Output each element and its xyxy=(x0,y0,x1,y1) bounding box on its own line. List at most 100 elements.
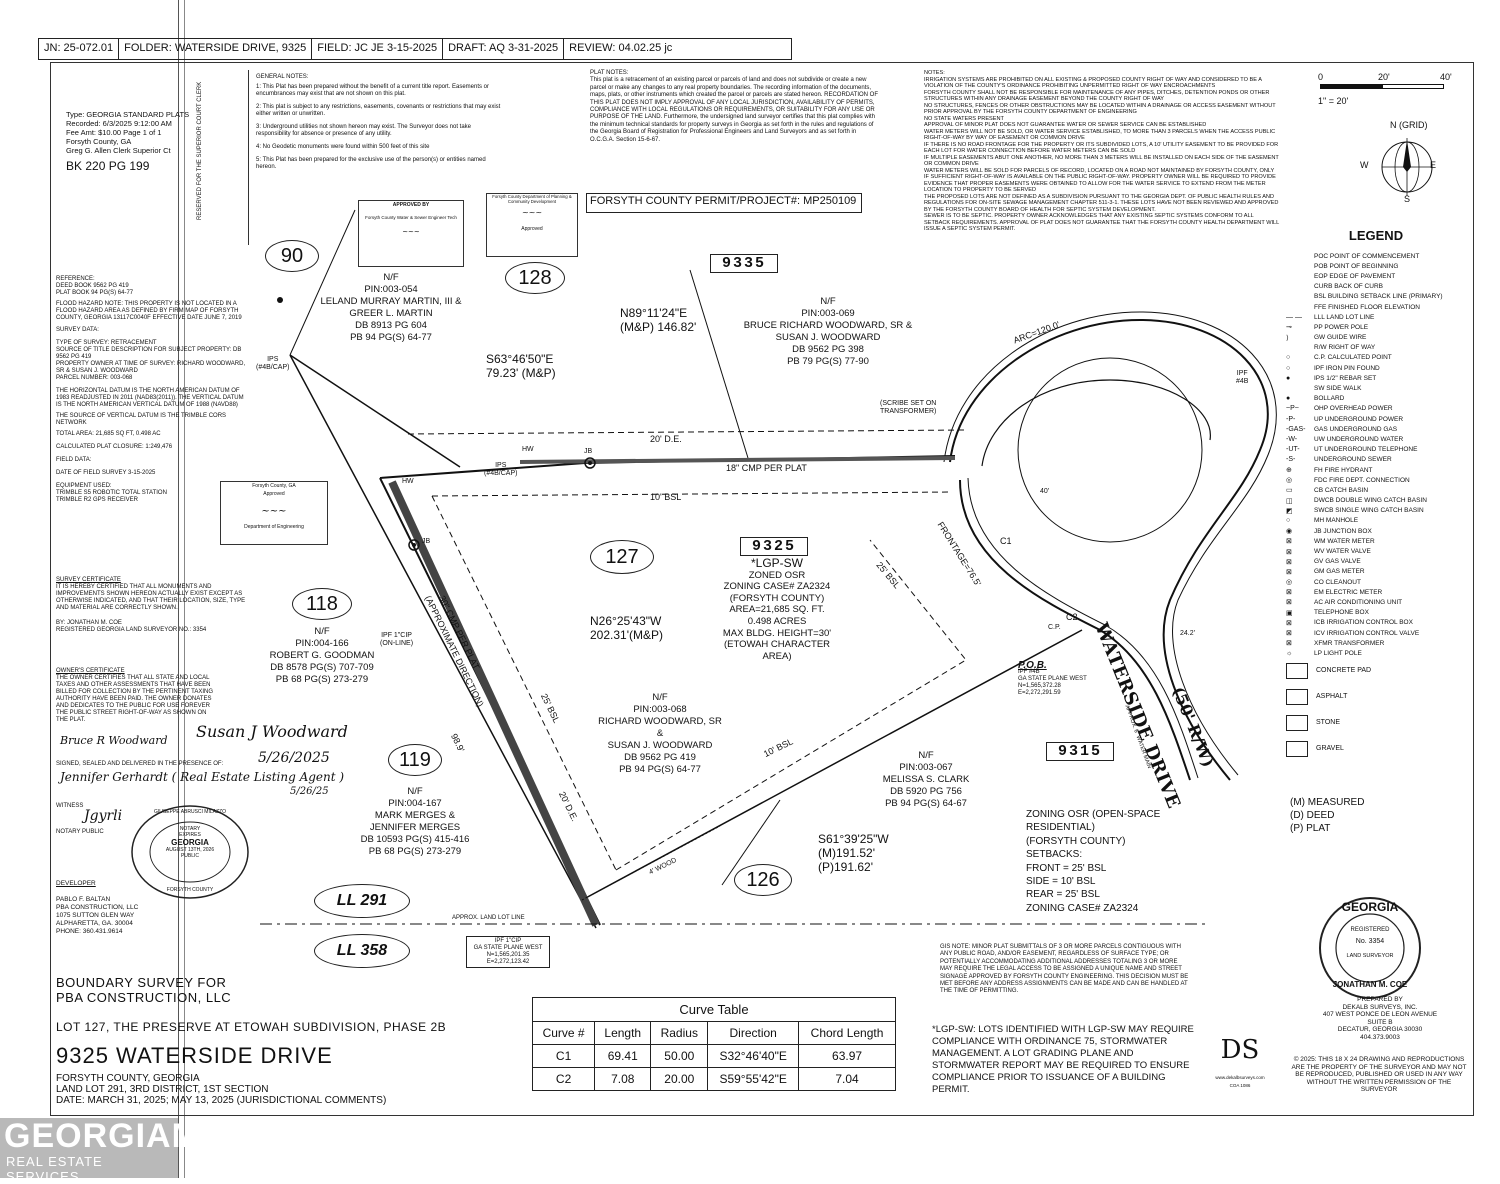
o128-owner2: SUSAN J. WOODWARD xyxy=(775,332,881,343)
general-note-2: 2: This plat is subject to any restricti… xyxy=(256,104,501,117)
legend-item: POC POINT OF COMMENCEMENT xyxy=(1286,251,1466,261)
note-9: WATER METERS WILL BE SOLD FOR PARCELS OF… xyxy=(924,167,1276,194)
legend-label: LLL LAND LOT LINE xyxy=(1314,313,1375,321)
note-7: IF THERE IS NO ROAD FRONTAGE FOR THE PRO… xyxy=(924,141,1279,155)
legend-label: ICV IRRIGATION CONTROL VALVE xyxy=(1314,629,1420,637)
developer-block: DEVELOPER PABLO F. BALTAN PBA CONSTRUCTI… xyxy=(56,880,206,936)
pob-ipf: IPF #4B xyxy=(1018,669,1040,675)
pob-block: P.O.B. IPF #4B GA STATE PLANE WEST N=1,5… xyxy=(1018,661,1100,697)
ipf-right-sub: #4B xyxy=(1236,378,1249,385)
legend-surface-stone: STONE xyxy=(1286,714,1466,731)
legend-label: UP UNDERGROUND POWER xyxy=(1314,415,1404,423)
legend-label: EOP EDGE OF PAVEMENT xyxy=(1314,272,1396,280)
legend-item: -S-UNDERGROUND SEWER xyxy=(1286,455,1466,465)
general-note-4: 4: No Geodetic monuments were found with… xyxy=(256,144,430,150)
o126-db: DB 5920 PG 756 xyxy=(890,786,962,797)
legend-symbol-icon: ☼ xyxy=(1286,649,1293,657)
ipf-bottom-label: IPF 1"CIP xyxy=(494,938,522,944)
junction-box-icon-2 xyxy=(408,539,420,551)
lot-bubble-90: 90 xyxy=(265,240,319,272)
left-border-line xyxy=(178,0,179,1178)
legend-item: ☼LP LIGHT POLE xyxy=(1286,648,1466,658)
stamp-line5: Greg G. Allen Clerk Superior Ct xyxy=(66,146,171,155)
ws-approved-by: APPROVED BY xyxy=(392,202,430,208)
o119-nf: N/F xyxy=(407,786,423,797)
lot127-county: (FORSYTH COUNTY) xyxy=(729,592,825,604)
reference-block: REFERENCE: DEED BOOK 9562 PG 419 PLAT BO… xyxy=(56,276,246,504)
legend-label: DWCB DOUBLE WING CATCH BASIN xyxy=(1314,497,1427,505)
general-notes: GENERAL NOTES: 1: This Plat has been pre… xyxy=(256,74,506,171)
lot127-area: AREA=21,685 SQ. FT. xyxy=(729,604,825,616)
o126-nf: N/F xyxy=(918,750,934,761)
seal-surveyor-name: JONATHAN M. COE xyxy=(1332,980,1408,989)
legend-item: ⊠WV WATER VALVE xyxy=(1286,546,1466,556)
legend-symbol-icon: ◉ xyxy=(1286,528,1293,536)
ips-mid: IPS (#4B/CAP) xyxy=(484,462,517,478)
o128-nf: N/F xyxy=(820,296,836,307)
note-3: NO STRUCTURES, FENCES OR OTHER OBSTRUCTI… xyxy=(924,102,1276,116)
scale-tick-0: 0 xyxy=(1318,72,1324,82)
legend-label: GAS UNDERGROUND GAS xyxy=(1314,425,1398,433)
zoning-line2: RESIDENTIAL) xyxy=(1026,822,1095,834)
pob-n: N=1,565,372.28 xyxy=(1018,683,1061,689)
seal-land-surveyor: LAND SURVEYOR xyxy=(1346,953,1394,959)
general-notes-title: GENERAL NOTES: xyxy=(256,74,309,80)
east-label: E xyxy=(1430,160,1437,170)
gravel-swatch xyxy=(1286,740,1308,757)
surveyor-seal-icon xyxy=(1319,897,1421,999)
seal-name: GIUSEPPE ABRUSCI MILAZZO xyxy=(154,809,226,815)
legend-label: R/W RIGHT OF WAY xyxy=(1314,344,1376,352)
legend-symbol-icon: -P- xyxy=(1286,415,1296,423)
recording-stamp: Type: GEORGIA STANDARD PLATS Recorded: 6… xyxy=(66,110,226,180)
legend-item: ⊠EM ELECTRIC METER xyxy=(1286,587,1466,597)
legend-label: OHP OVERHEAD POWER xyxy=(1314,405,1393,413)
legend-label: SWCB SINGLE WING CATCH BASIN xyxy=(1314,507,1424,515)
seal-no: No. 3354 xyxy=(1355,938,1385,945)
plat-notes: PLAT NOTES: This plat is a retracement o… xyxy=(590,70,880,144)
address-9325: 9325 xyxy=(740,537,808,556)
lot-90-line-top xyxy=(289,354,461,468)
legend-label: CO CLEANOUT xyxy=(1314,578,1361,586)
legend-label: WV WATER VALVE xyxy=(1314,548,1371,556)
reference-title: REFERENCE: xyxy=(56,276,95,282)
scale-bar: 0 20' 40' 1" = 20' xyxy=(1318,70,1454,110)
junction-box-dot xyxy=(588,461,592,465)
clerk-reserved-line xyxy=(248,70,249,245)
legend-symbol-icon: ▭ xyxy=(1286,487,1293,495)
seal-date: AUGUST 13TH, 2026 xyxy=(165,847,215,853)
bearing-north-value: N89°11'24"E xyxy=(620,306,688,320)
field-data-title: FIELD DATA: xyxy=(56,457,92,463)
legend-symbol-icon: ⊠ xyxy=(1286,619,1292,627)
legend-item: ▣TELEPHONE BOX xyxy=(1286,608,1466,618)
legend-item: -UT-UT UNDERGROUND TELEPHONE xyxy=(1286,445,1466,455)
junction-box-dot-2 xyxy=(412,543,416,547)
c2-direction: S59°55'42"E xyxy=(707,1067,800,1091)
curve-table: Curve Table Curve # Length Radius Direct… xyxy=(531,997,896,1091)
legend-symbol-icon: -UT- xyxy=(1286,446,1300,454)
legend-label: BOLLARD xyxy=(1314,395,1345,403)
note-2: FORSYTH COUNTY SHALL NOT BE RESPONSIBLE … xyxy=(924,89,1270,103)
legend-item: ●IPS 1/2" REBAR SET xyxy=(1286,373,1466,383)
land-lot-358: LL 358 xyxy=(314,934,410,968)
gis-note: GIS NOTE: MINOR PLAT SUBMITTALS OF 3 OR … xyxy=(940,944,1189,995)
radius-40-label: 40' xyxy=(1040,488,1050,495)
c1-direction: S32°46'40"E xyxy=(707,1044,800,1068)
zoning-front: FRONT = 25' BSL xyxy=(1026,862,1107,874)
legend-label: EM ELECTRIC METER xyxy=(1314,588,1383,596)
cmp-18-pipe xyxy=(519,456,956,464)
stamp-line3: Fee Amt: $10.00 Page 1 of 1 xyxy=(66,128,162,137)
legend-symbol-icon: ◫ xyxy=(1286,497,1293,505)
headwall-label-1: HW xyxy=(522,446,534,453)
note-11: SEWER IS TO BE SEPTIC. PROPERTY OWNER AC… xyxy=(924,213,1280,232)
owner-cert-title: OWNER'S CERTIFICATE xyxy=(56,668,125,674)
o128-pb: PB 79 PG(S) 77-90 xyxy=(787,356,869,367)
note-4: NO STATE WATERS PRESENT xyxy=(924,115,1004,122)
legend-item: BSL BUILDING SETBACK LINE (PRIMARY) xyxy=(1286,292,1466,302)
survey-data-title: SURVEY DATA: xyxy=(56,327,99,333)
road-left-edge-2 xyxy=(967,477,1199,779)
survey-area: TOTAL AREA: 21,685 SQ FT, 0.498 AC xyxy=(56,431,161,437)
c1-radius: 50.00 xyxy=(650,1044,709,1068)
title-lot: LOT 127, THE PRESERVE AT ETOWAH SUBDIVIS… xyxy=(56,1020,447,1034)
o119-pb: PB 68 PG(S) 273-279 xyxy=(368,846,462,857)
equipment-1: TRIMBLE S5 ROBOTIC TOTAL STATION xyxy=(56,490,167,496)
